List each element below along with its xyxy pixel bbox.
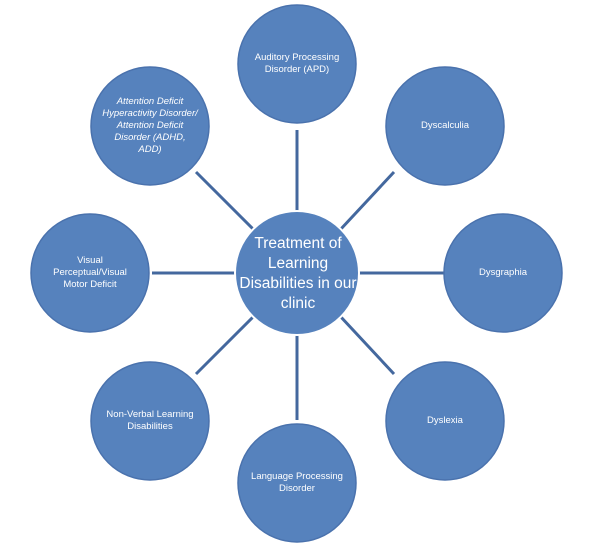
connector-adhd [194,170,256,232]
node-circle-visual [30,213,150,333]
node-label-dysgraphia: Dysgraphia [478,267,528,278]
center-label: Treatment of Learning Disabilities in ou… [239,235,357,312]
node-circle-dyslexia [385,361,505,481]
connector-lines [152,130,445,420]
satellite-circles [30,4,563,543]
node-label-nonverbal: Non-Verbal Learning Disabilities [106,409,194,432]
node-label-dyscalculia: Dyscalculia [420,120,470,131]
connector-dyscalculia [338,170,396,232]
connector-dyslexia [338,314,396,376]
node-circle-dysgraphia [443,213,563,333]
node-circle-language [237,423,357,543]
node-circle-dyscalculia [385,66,505,186]
node-label-language: Language Processing Disorder [251,471,343,494]
node-circle-apd [237,4,357,124]
node-circle-nonverbal [90,361,210,481]
node-label-visual: Visual Perceptual/Visual Motor Deficit [53,255,127,290]
node-circle-adhd [90,66,210,186]
node-label-adhd: Attention Deficit Hyperactivity Disorder… [102,96,198,155]
connector-nonverbal [194,314,256,376]
node-label-dyslexia: Dyslexia [427,415,463,426]
node-label-apd: Auditory Processing Disorder (APD) [254,52,340,75]
center-circle [234,210,360,336]
